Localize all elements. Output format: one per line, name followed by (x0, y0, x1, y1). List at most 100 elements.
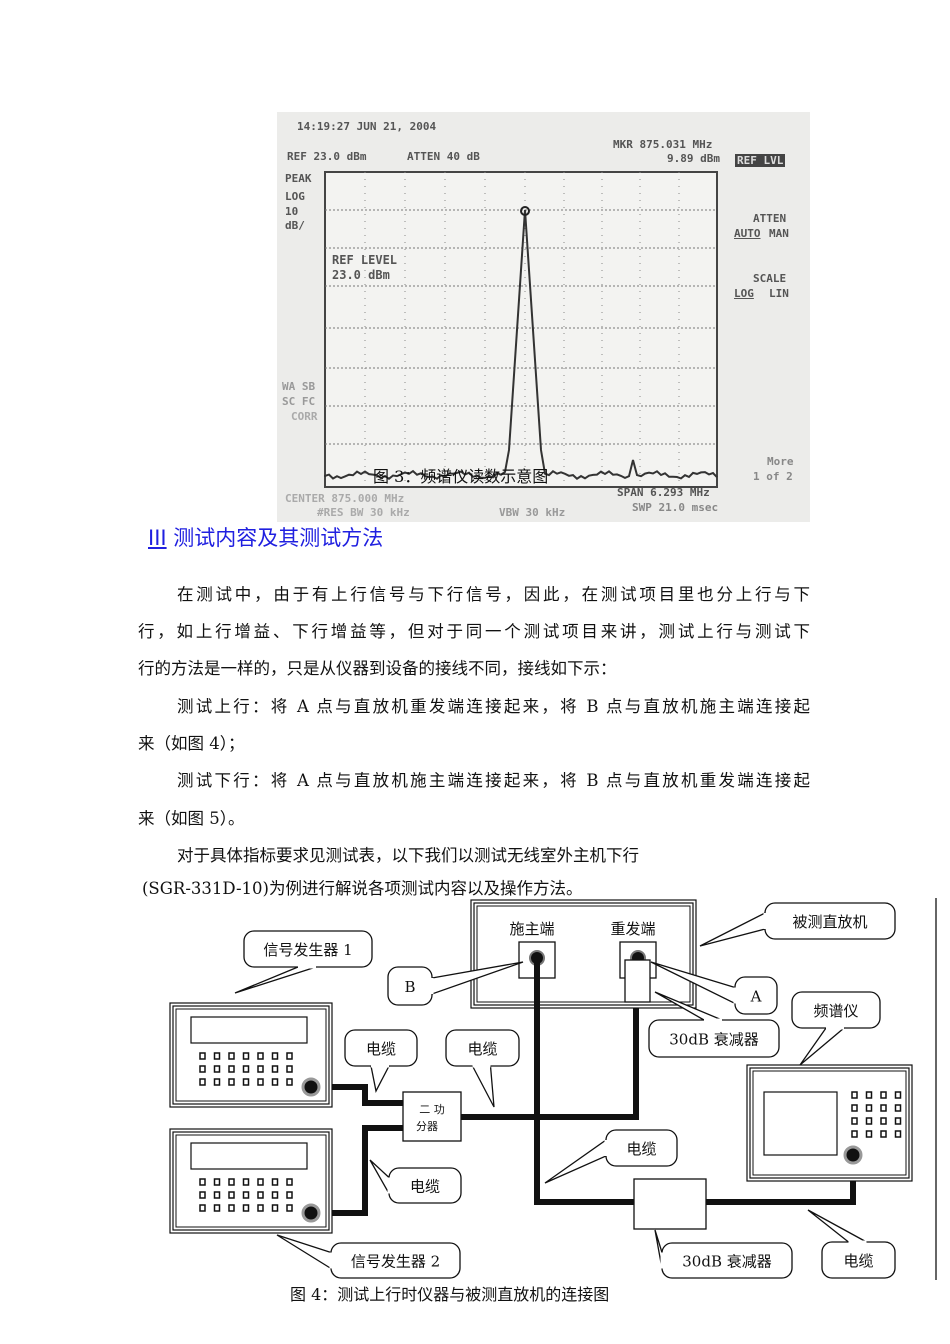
paragraph-3-line-1: 测试下行：将 A 点与直放机施主端连接起来，将 B 点与直放机重发端连接起 (177, 771, 810, 790)
figure-4-caption: 图 4：测试上行时仪器与被测直放机的连接图 (290, 1285, 610, 1304)
section-heading: III 测试内容及其测试方法 (148, 522, 383, 552)
callout-cable-4-pointer (544, 1138, 607, 1184)
peak-label: PEAK (285, 172, 312, 185)
signal-generator-2-button (286, 1191, 293, 1199)
signal-generator-1-button (213, 1065, 221, 1073)
analyzer-button (894, 1117, 902, 1125)
marker-freq: MKR 875.031 MHz (613, 138, 713, 151)
signal-generator-2-button (213, 1204, 221, 1212)
paragraph-3-line-2: 来（如图 5）。 (138, 809, 245, 828)
signal-generator-1-button (271, 1065, 279, 1073)
atten-auto: AUTO (734, 227, 761, 240)
sweep-time: SWP 21.0 msec (632, 501, 719, 514)
analyzer-button (865, 1091, 873, 1099)
signal-generator-2-inner (172, 1131, 330, 1231)
signal-generator-2-button (242, 1204, 250, 1212)
analyzer-screen (763, 1091, 838, 1156)
signal-generator-2-button (228, 1191, 235, 1199)
signal-generator-1-button (213, 1078, 221, 1086)
signal-generator-2-button (271, 1191, 279, 1199)
callout-cable-1-label: 电缆 (366, 1040, 396, 1058)
ref-level-value: 23.0 dBm (332, 268, 390, 282)
signal-generator-1-button (257, 1078, 264, 1086)
callout-cable-2-label: 电缆 (467, 1040, 497, 1058)
signal-generator-2-button (286, 1178, 293, 1186)
timestamp: 14:19:27 JUN 21, 2004 (297, 120, 437, 133)
paragraph-1-line-3: 行的方法是一样的，只是从仪器到设备的接线不同，接线如下示： (138, 659, 617, 678)
callout-point-a-label: A (750, 988, 762, 1006)
signal-generator-2-button (257, 1191, 264, 1199)
signal-generator-1-button (213, 1052, 221, 1060)
analyzer-button (880, 1117, 887, 1125)
analyzer-button (851, 1104, 858, 1112)
analyzer-button (894, 1091, 902, 1099)
signal-generator-2-button (242, 1178, 250, 1186)
analyzer-button (865, 1117, 873, 1125)
signal-generator-1-button (286, 1065, 293, 1073)
signal-generator-1-button (199, 1078, 206, 1086)
marker-icon (520, 206, 530, 216)
analyzer-button (865, 1104, 873, 1112)
scale-key: SCALE (753, 272, 787, 285)
paragraph-2-line-2: 来（如图 4）； (138, 734, 245, 753)
repeat-port-label: 重发端 (610, 920, 655, 938)
analyzer-button (851, 1117, 858, 1125)
signal-generator-2-button (257, 1178, 264, 1186)
signal-generator-1-button (257, 1052, 264, 1060)
signal-generator-1-button (242, 1065, 250, 1073)
spectrum-analyzer-screenshot: 14:19:27 JUN 21, 2004 REF 23.0 dBm ATTEN… (277, 112, 810, 522)
signal-generator-1-button (199, 1065, 206, 1073)
signal-generator-1-button (228, 1078, 235, 1086)
callout-attenuator-top-label: 30dB 衰减器 (669, 1031, 758, 1049)
signal-generator-2-connector-icon (301, 1203, 321, 1223)
analyzer-button (865, 1130, 873, 1138)
atten-readout: ATTEN 40 dB (407, 150, 480, 163)
signal-generator-1-connector-icon (301, 1077, 321, 1097)
analyzer-button (880, 1130, 887, 1138)
callout-cable-5-pointer (807, 1209, 867, 1243)
corr: CORR (291, 410, 318, 423)
signal-generator-2-inner2 (175, 1134, 327, 1228)
cable-gen2-splitter (311, 1125, 405, 1216)
callout-spectrum-analyzer-pointer (799, 1027, 846, 1066)
signal-generator-1-button (257, 1065, 264, 1073)
more-page: 1 of 2 (753, 470, 793, 483)
cable-splitter-attenuator (459, 1000, 639, 1120)
paragraph-1-line-1: 在测试中，由于有上行信号与下行信号，因此，在测试项目里也分上行与下 (177, 585, 810, 604)
callout-dut-label: 被测直放机 (792, 913, 867, 931)
callout-signal-generator-2-pointer (276, 1234, 332, 1270)
signal-generator-2-button (286, 1204, 293, 1212)
vbw: VBW 30 kHz (499, 506, 566, 519)
callout-dut-pointer (699, 911, 766, 947)
paragraph-4-line-2: (SGR-331D-10)为例进行解说各项测试内容以及操作方法。 (142, 879, 583, 898)
spectrum-analyzer-inner2 (752, 1070, 907, 1176)
callout-signal-generator-2-label: 信号发生器 2 (351, 1253, 440, 1271)
callout-signal-generator-1-label: 信号发生器 1 (263, 941, 352, 959)
signal-generator-1-display (190, 1016, 308, 1044)
callout-spectrum-analyzer-label: 频谱仪 (813, 1002, 858, 1020)
scale-unit: dB/ (285, 219, 305, 232)
span: SPAN 6.293 MHz (617, 486, 710, 499)
callout-cable-3-label: 电缆 (410, 1178, 440, 1196)
signal-generator-2-button (213, 1191, 221, 1199)
scale-div: 10 (285, 205, 299, 218)
signal-generator-1-button (242, 1078, 250, 1086)
section-title: 测试内容及其测试方法 (173, 526, 384, 550)
center-freq: CENTER 875.000 MHz (285, 492, 405, 505)
analyzer-button (880, 1104, 887, 1112)
cable-donor-attenuator (534, 960, 636, 1205)
dut-box-inner (473, 902, 694, 1006)
donor-port-label: 施主端 (509, 920, 554, 938)
signal-generator-1-button (286, 1052, 293, 1060)
sc-fc: SC FC (282, 395, 316, 408)
wa-sb: WA SB (282, 380, 316, 393)
signal-generator-2-button (271, 1178, 279, 1186)
signal-generator-2-button (228, 1178, 235, 1186)
analyzer-button (851, 1091, 858, 1099)
spectrum-trace (324, 209, 718, 481)
log-label: LOG (285, 190, 305, 203)
graticule-frame (324, 171, 718, 488)
signal-generator-1-button (242, 1052, 250, 1060)
analyzer-button (894, 1104, 902, 1112)
signal-generator-1-button (271, 1052, 279, 1060)
